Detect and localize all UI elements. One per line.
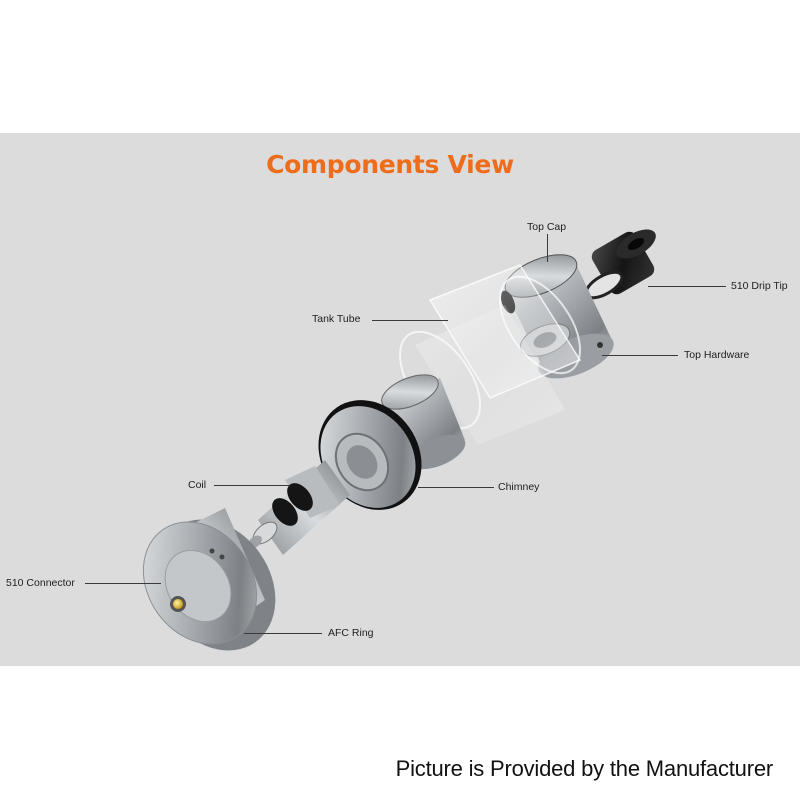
coil-leader bbox=[214, 485, 290, 486]
label-connector: 510 Connector bbox=[6, 577, 75, 589]
label-afc-ring: AFC Ring bbox=[328, 627, 374, 639]
drip-tip-part bbox=[584, 229, 656, 300]
coil-part bbox=[248, 460, 350, 555]
label-drip-tip: 510 Drip Tip bbox=[731, 280, 788, 292]
top-cap-leader bbox=[547, 234, 548, 262]
label-top-hardware: Top Hardware bbox=[684, 349, 750, 361]
base-connector-part bbox=[142, 508, 276, 651]
diagram-title: Components View bbox=[266, 150, 514, 179]
label-tank-tube: Tank Tube bbox=[312, 313, 361, 325]
connector-leader bbox=[85, 583, 161, 584]
top-hardware-leader bbox=[602, 355, 678, 356]
chimney-leader bbox=[418, 487, 494, 488]
footer-caption: Picture is Provided by the Manufacturer bbox=[395, 756, 774, 781]
base-plate-part bbox=[318, 400, 422, 510]
tank-tube-part bbox=[399, 264, 582, 445]
label-top-cap: Top Cap bbox=[527, 221, 567, 233]
label-coil: Coil bbox=[188, 479, 207, 491]
tank-tube-leader bbox=[372, 320, 448, 321]
afc-ring-leader bbox=[244, 633, 322, 634]
drip-tip-leader bbox=[648, 286, 726, 287]
label-chimney: Chimney bbox=[498, 481, 540, 493]
